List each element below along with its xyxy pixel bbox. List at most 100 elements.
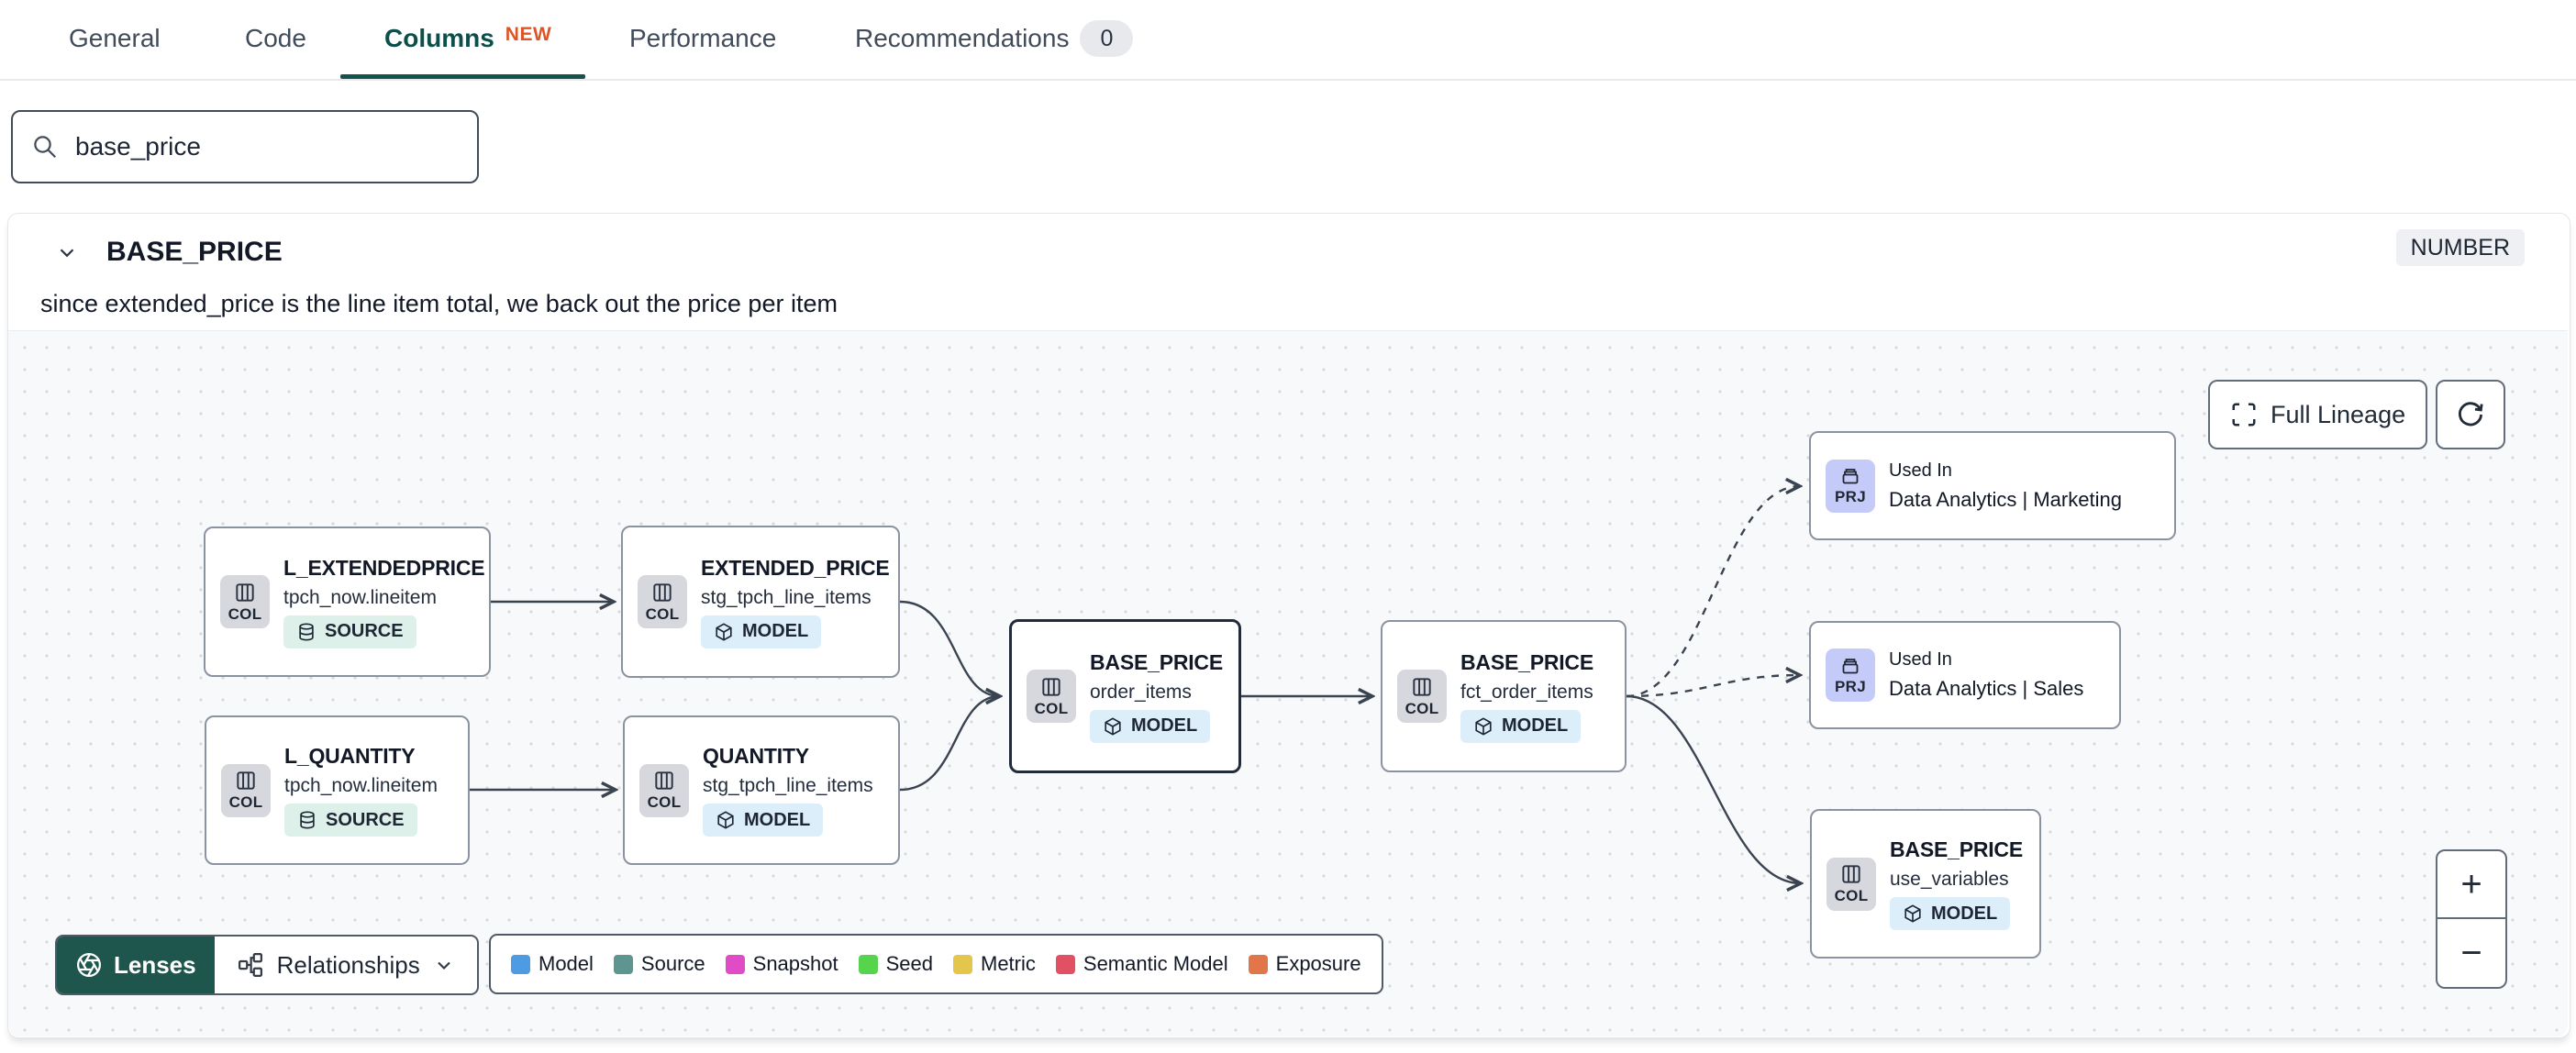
lenses-button[interactable]: Lenses — [57, 937, 215, 993]
legend-item-seed: Seed — [858, 952, 933, 976]
columns-icon — [1842, 865, 1860, 883]
relationships-dropdown[interactable]: Relationships — [215, 937, 477, 993]
legend-item-semantic-model: Semantic Model — [1055, 952, 1228, 976]
columns-icon — [237, 771, 255, 790]
used-in-label: Used In — [1889, 649, 1952, 670]
node-subtitle: use_variables — [1890, 869, 2009, 890]
resource-type-badge: MODEL — [701, 615, 822, 648]
collapse-chevron-icon[interactable] — [55, 240, 79, 269]
legend-swatch — [613, 954, 633, 974]
zoom-controls: + − — [2436, 849, 2507, 989]
refresh-button[interactable] — [2436, 380, 2505, 449]
column-kind-block: COL — [638, 575, 687, 628]
full-lineage-button[interactable]: Full Lineage — [2208, 380, 2428, 449]
node-l-quantity[interactable]: COL L_QUANTITY tpch_now.lineitem SOURCE — [205, 715, 470, 865]
active-tab-underline — [340, 74, 585, 79]
column-kind-block: COL — [220, 575, 270, 628]
resource-type-badge: SOURCE — [284, 804, 417, 837]
project-icon — [1842, 658, 1859, 673]
column-title: BASE_PRICE — [106, 237, 283, 267]
columns-icon — [236, 582, 254, 602]
search-icon — [34, 136, 57, 159]
tab-code[interactable]: Code — [245, 24, 306, 52]
exposure-name: Data Analytics | Marketing — [1889, 487, 2122, 511]
used-in-label: Used In — [1889, 460, 1952, 481]
expand-icon — [2232, 403, 2256, 427]
legend-item-source: Source — [613, 952, 705, 976]
legend-item-metric: Metric — [953, 952, 1036, 976]
cube-icon — [717, 811, 734, 829]
columns-icon — [1413, 677, 1431, 696]
tab-performance[interactable]: Performance — [629, 24, 777, 52]
node-title: BASE_PRICE — [1890, 837, 2023, 861]
legend-item-model: Model — [511, 952, 594, 976]
resource-type-badge: MODEL — [1460, 709, 1582, 743]
node-subtitle: order_items — [1090, 681, 1192, 703]
database-icon — [299, 622, 314, 641]
node-title: L_EXTENDEDPRICE — [283, 555, 485, 580]
cube-icon — [1904, 904, 1921, 923]
column-kind-block: COL — [1397, 670, 1447, 723]
node-subtitle: stg_tpch_line_items — [701, 586, 872, 608]
legend-swatch — [953, 954, 972, 974]
node-title: BASE_PRICE — [1090, 649, 1223, 674]
resource-legend: Model Source Snapshot Seed Metric Semant… — [489, 934, 1383, 994]
resource-type-badge: SOURCE — [283, 615, 416, 648]
chevron-down-icon — [437, 961, 450, 970]
columns-icon — [655, 771, 673, 790]
column-kind-block: COL — [1027, 670, 1076, 723]
lenses-toolbar: Lenses Relationships — [55, 935, 479, 995]
node-exposure-sales[interactable]: PRJ Used In Data Analytics | Sales — [1809, 621, 2121, 729]
node-title: L_QUANTITY — [284, 744, 416, 768]
node-subtitle: tpch_now.lineitem — [283, 586, 437, 608]
node-base-price-fct-order-items[interactable]: COL BASE_PRICE fct_order_items MODEL — [1381, 620, 1627, 772]
column-description: since extended_price is the line item to… — [40, 290, 838, 317]
node-base-price-order-items-selected[interactable]: COL BASE_PRICE order_items MODEL — [1009, 619, 1241, 773]
resource-type-badge: MODEL — [1890, 897, 2011, 930]
column-type-badge: NUMBER — [2395, 229, 2525, 266]
tab-columns[interactable]: Columns NEW — [384, 24, 552, 52]
legend-swatch — [511, 954, 530, 974]
tab-recommendations[interactable]: Recommendations 0 — [855, 0, 1134, 77]
refresh-icon — [2459, 402, 2483, 427]
relationships-icon — [238, 953, 262, 977]
tab-general[interactable]: General — [69, 24, 161, 52]
exposure-name: Data Analytics | Sales — [1889, 677, 2084, 700]
node-subtitle: stg_tpch_line_items — [703, 775, 873, 796]
node-title: BASE_PRICE — [1460, 649, 1593, 674]
legend-item-snapshot: Snapshot — [725, 952, 838, 976]
search-input[interactable] — [73, 131, 459, 162]
zoom-in-button[interactable]: + — [2437, 851, 2505, 919]
column-kind-block: COL — [221, 763, 271, 817]
columns-icon — [653, 582, 672, 602]
node-title: QUANTITY — [703, 744, 809, 768]
columns-icon — [1042, 677, 1060, 696]
column-kind-block: COL — [1827, 857, 1876, 911]
node-extended-price[interactable]: COL EXTENDED_PRICE stg_tpch_line_items M… — [621, 526, 900, 678]
node-l-extendedprice[interactable]: COL L_EXTENDEDPRICE tpch_now.lineitem SO… — [204, 526, 491, 677]
node-subtitle: fct_order_items — [1460, 681, 1593, 703]
legend-item-exposure: Exposure — [1248, 952, 1361, 976]
legend-swatch — [1055, 954, 1075, 974]
cube-icon — [1105, 716, 1121, 736]
resource-type-badge: MODEL — [703, 804, 824, 837]
legend-swatch — [725, 954, 745, 974]
node-title: EXTENDED_PRICE — [701, 555, 890, 580]
lineage-canvas[interactable] — [8, 330, 2568, 1036]
node-quantity[interactable]: COL QUANTITY stg_tpch_line_items MODEL — [623, 715, 900, 865]
project-icon — [1842, 469, 1859, 484]
new-badge: NEW — [505, 24, 552, 45]
column-kind-block: COL — [639, 763, 689, 817]
database-icon — [300, 811, 315, 829]
legend-swatch — [1248, 954, 1268, 974]
node-base-price-use-variables[interactable]: COL BASE_PRICE use_variables MODEL — [1810, 809, 2041, 959]
column-search — [11, 110, 479, 183]
tab-bar: General Code Columns NEW Performance Rec… — [0, 0, 2576, 81]
aperture-icon — [77, 953, 101, 977]
project-kind-block: PRJ — [1826, 459, 1875, 513]
cube-icon — [1475, 716, 1492, 736]
node-exposure-marketing[interactable]: PRJ Used In Data Analytics | Marketing — [1809, 431, 2176, 540]
legend-swatch — [858, 954, 878, 974]
zoom-out-button[interactable]: − — [2460, 932, 2482, 973]
